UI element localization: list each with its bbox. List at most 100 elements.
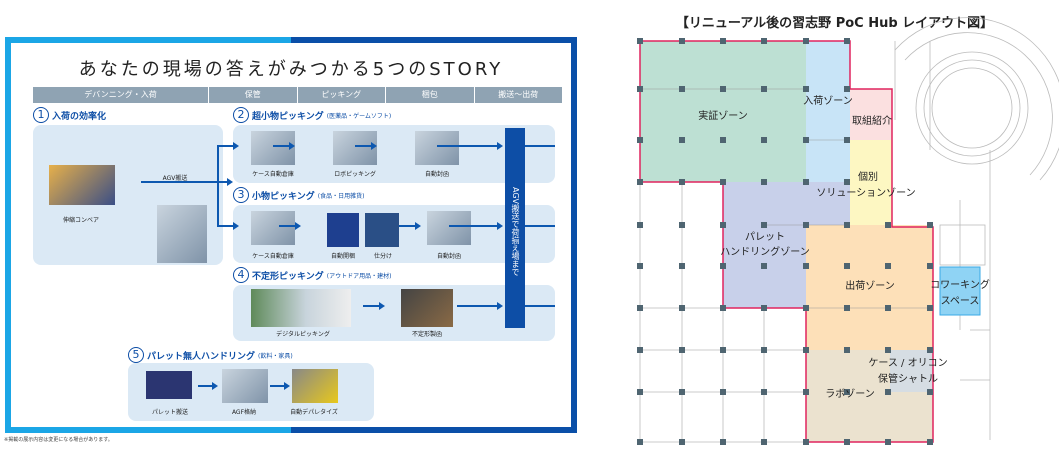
pillar [803,179,809,185]
pillar [679,305,685,311]
pillar [761,179,767,185]
zone-coworking [939,266,981,316]
line [141,178,233,186]
footnote: ※掲載の展示内容は変更になる場合があります。 [4,437,113,443]
pillar [637,38,643,44]
pillar [720,38,726,44]
pillar [720,222,726,228]
zone-pallet [723,182,850,308]
pillar [679,439,685,445]
pillar [885,305,891,311]
pillar [844,222,850,228]
zone-label: 入荷ゾーン [803,95,853,107]
pillar [927,439,933,445]
pillar [720,305,726,311]
zone-label: 実証ゾーン [698,109,748,122]
pillar [679,38,685,44]
zone-label: ケース / オリコン [868,357,947,369]
pillar [679,179,685,185]
infographic-title: あなたの現場の答えがみつかる5つのSTORY [78,59,504,80]
pillar [637,389,643,395]
section-2-box: ケース自動倉庫 ロボピッキング 自動封函 [233,125,555,183]
conveyor-image [49,165,115,205]
pillar [844,347,850,353]
pillar [844,38,850,44]
pillar [761,263,767,269]
pillar [885,263,891,269]
step: ピッキング [298,87,386,103]
pillar [803,305,809,311]
zone-kobetsu [850,140,892,225]
pillar [885,347,891,353]
pillar [761,38,767,44]
section-5-box: パレット搬送 AGF格納 自動デパレタイズ [128,363,374,421]
pillar [844,179,850,185]
pillar [803,347,809,353]
zone-label: パレット [745,231,785,243]
pillar [844,439,850,445]
zone-shuttle [890,350,933,392]
zone-label: スペース [941,296,980,307]
pillar [637,263,643,269]
zone-label: コワーキング [930,278,990,291]
pillar [803,137,809,143]
pillar-grid [637,38,933,445]
process-steps-bar: デバンニング・入荷 保管 ピッキング 梱包 搬送～出荷 [33,87,563,103]
pillar [761,439,767,445]
pillar [637,86,643,92]
pillar [844,305,850,311]
pillar [844,86,850,92]
pillar [844,389,850,395]
zone-torikumi [850,89,892,140]
step: 保管 [209,87,298,103]
pillar [803,86,809,92]
floorplan-title: 【リニューアル後の習志野 PoC Hub レイアウト図】 [675,16,994,31]
pillar [720,389,726,395]
pillar [761,389,767,395]
pillar [803,263,809,269]
pillar [761,222,767,228]
zone-label: ハンドリングゾーン [720,245,810,258]
pillar [720,179,726,185]
step: デバンニング・入荷 [33,87,209,103]
pillar [637,179,643,185]
zone-shukka [806,225,933,350]
pillar [761,305,767,311]
zone-label: 取組紹介 [852,114,892,127]
infographic-frame: あなたの現場の答えがみつかる5つのSTORY デバンニング・入荷 保管 ピッキン… [5,37,577,433]
pillar [637,222,643,228]
pillar [637,439,643,445]
pillar [679,389,685,395]
pillar [720,137,726,143]
pillar [637,347,643,353]
pillar [637,305,643,311]
pillar [720,263,726,269]
pillar [679,347,685,353]
pillar [679,222,685,228]
pillar [885,389,891,395]
pillar [885,222,891,228]
zone-label: ラボゾーン [825,388,875,400]
pillar [761,137,767,143]
pillar [720,347,726,353]
connector-line [217,145,219,225]
agv-transport-bar: AGV搬送で荷揃え場まで [505,128,525,328]
pillar [927,222,933,228]
zone-jissho [640,41,806,182]
pillar [844,137,850,143]
step: 梱包 [386,87,475,103]
section-3-box: ケース自動倉庫 自動開梱 仕分け 自動封函 [233,205,555,263]
zone-label: ソリューションゾーン [816,187,915,199]
zone-nyuka [806,41,850,182]
pillar [679,137,685,143]
pillar [720,86,726,92]
zone-label: 出荷ゾーン [845,279,895,292]
pillar [720,439,726,445]
pillar [844,263,850,269]
pillar [927,305,933,311]
section-4-box: デジタルピッキング 不定形製函 [233,285,555,341]
